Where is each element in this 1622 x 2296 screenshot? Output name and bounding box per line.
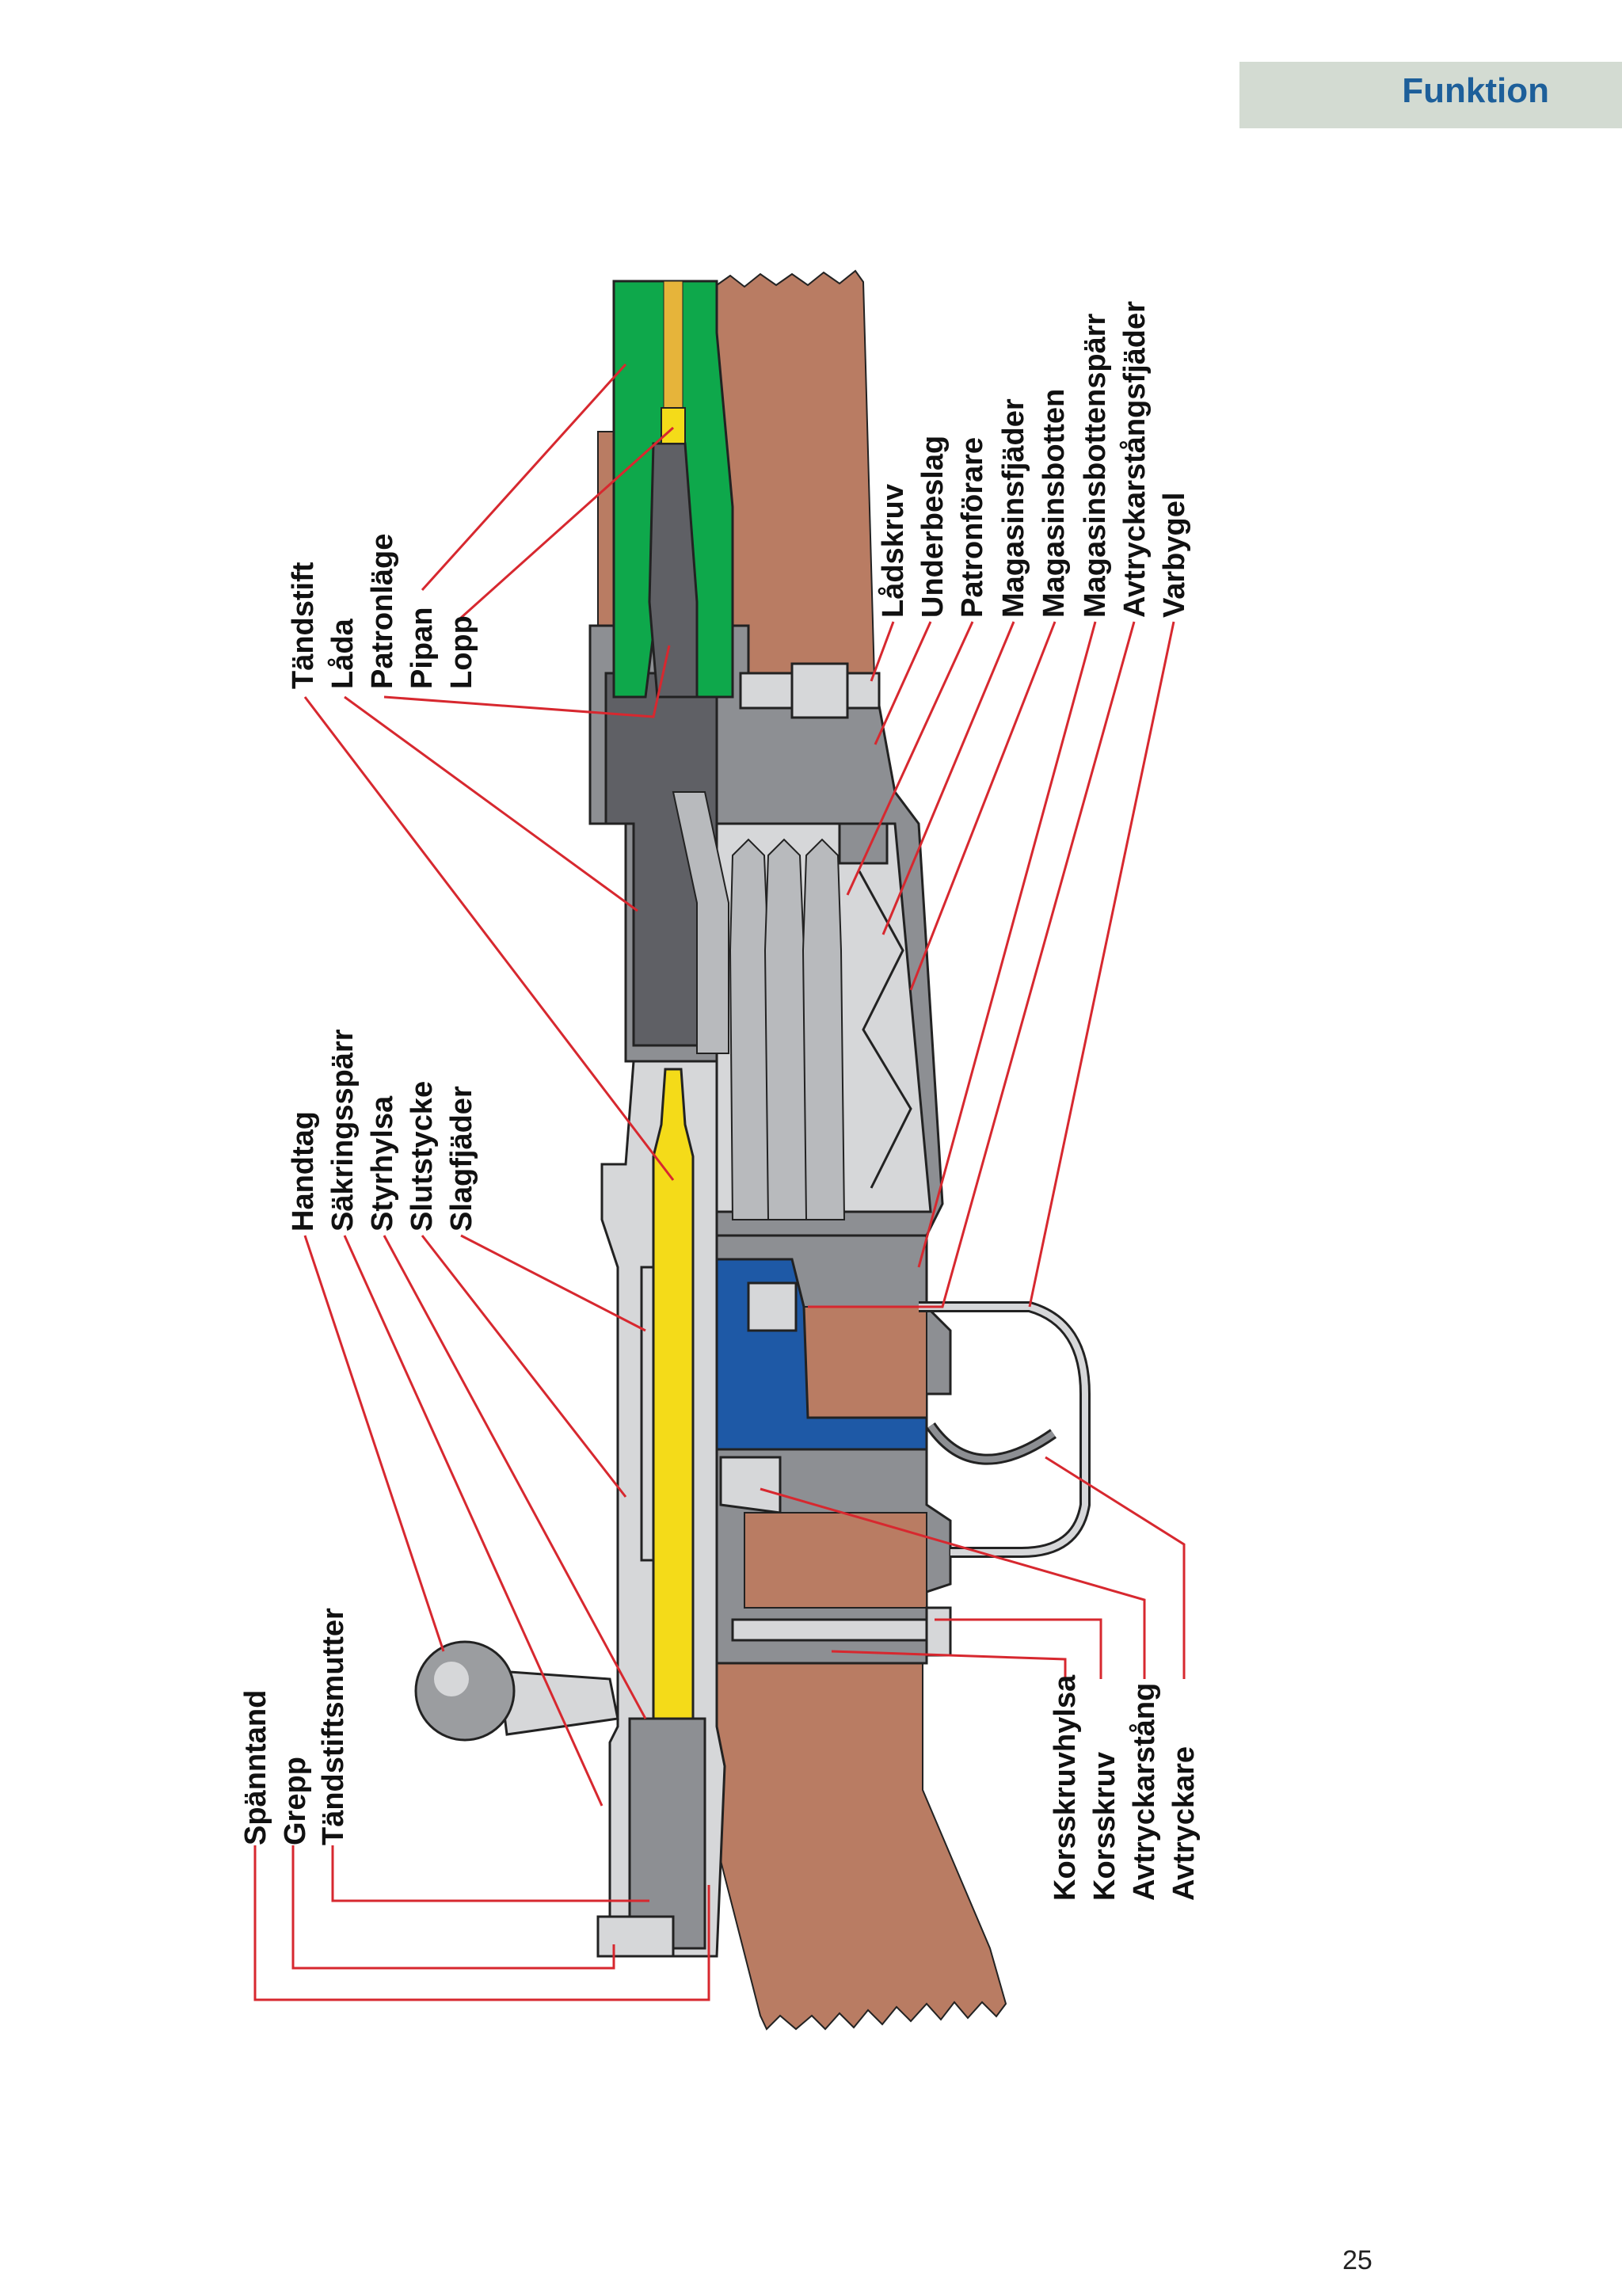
leader-avtryckare — [1045, 1456, 1186, 1679]
label-avtryckare: Avtryckare — [1167, 1746, 1201, 1901]
trigger-bar — [719, 1456, 782, 1514]
bore-throat — [661, 407, 686, 444]
leader-lada — [344, 695, 638, 912]
label-tandstift: Tändstift — [287, 562, 320, 689]
receiver-core — [604, 672, 718, 1047]
cross-bolt — [731, 1618, 948, 1642]
leader-grepp — [291, 1845, 615, 1970]
leader-korsskruv — [935, 1618, 1102, 1679]
leader-styrhylsa — [383, 1235, 647, 1719]
labels-bottom-left: Spänntand Grepp Tändstiftsmutter — [239, 1608, 350, 1845]
label-magasinsfjader: Magasinsfjäder — [997, 398, 1030, 618]
labels-top-left: Tändstift Låda Patronläge Pipan Lopp — [287, 534, 478, 689]
leader-spanntand — [253, 1845, 710, 2001]
bolt-group — [414, 1060, 726, 1958]
leader-varbygel — [1028, 621, 1175, 1308]
leader-magasinsfjader — [881, 621, 1015, 935]
stock-inlay-low — [744, 1512, 927, 1609]
firing-pin — [652, 1068, 695, 1752]
leader-patronlage — [383, 645, 671, 718]
leader-handtag — [303, 1235, 445, 1652]
leader-lines — [253, 363, 1186, 2001]
label-korsskruv: Korsskruv — [1088, 1752, 1121, 1901]
label-grepp: Grepp — [279, 1757, 312, 1845]
cross-bolt-nut — [925, 1606, 952, 1657]
label-styrhylsa: Styrhylsa — [366, 1095, 399, 1232]
label-pipan: Pipan — [406, 607, 439, 689]
label-avtryckarstangsfjader: Avtryckarstångsfjäder — [1118, 301, 1152, 618]
cartridge-3 — [801, 838, 846, 1220]
label-tandstiftsmutter: Tändstiftsmutter — [317, 1608, 350, 1845]
leader-lopp — [459, 426, 675, 619]
label-ladskruv: Lådskruv — [877, 484, 910, 618]
leader-slutstycke — [421, 1235, 627, 1498]
trigger-fill — [927, 1423, 1056, 1463]
leader-patronforare — [846, 621, 974, 896]
firing-pin-nut — [596, 1915, 675, 1958]
labels-mid-left: Handtag Säkringsspärr Styrhylsa Slutstyc… — [287, 1029, 478, 1232]
label-magasinsbottensparr: Magasinsbottenspärr — [1079, 313, 1112, 618]
bolt-knob — [414, 1640, 516, 1742]
trigger-group — [715, 1234, 1091, 1665]
leader-korsskruvhylsa — [831, 1650, 1067, 1679]
labels-top-right: Lådskruv Underbeslag Patronförare Magasi… — [877, 301, 1191, 618]
label-slagfjader: Slagfjäder — [445, 1086, 478, 1232]
cocking-piece — [628, 1717, 706, 1950]
label-slutstycke: Slutstycke — [406, 1081, 439, 1232]
leader-slagfjader — [460, 1234, 646, 1332]
cartridge-top — [672, 791, 729, 1054]
stock-inlay-mid — [791, 1306, 927, 1426]
label-lopp: Lopp — [445, 615, 478, 689]
leader-ladskruv — [870, 621, 895, 682]
cartridge-2 — [763, 838, 809, 1220]
label-patronforare: Patronförare — [956, 437, 989, 618]
leader-tandstift — [303, 696, 675, 1181]
bolt-handle-shaft — [497, 1670, 619, 1736]
receiver-screw-head — [790, 662, 849, 719]
label-patronlage: Patronläge — [366, 534, 399, 689]
follower — [838, 822, 889, 865]
leader-magasinsbotten — [909, 621, 1057, 991]
leader-tandstiftsmutter — [331, 1845, 649, 1902]
label-magasinsbotten: Magasinsbotten — [1038, 389, 1071, 618]
label-sakringssparr: Säkringsspärr — [326, 1029, 360, 1232]
sear-spring — [747, 1281, 798, 1332]
leader-avtryckarstang — [760, 1487, 1146, 1679]
leader-magasinsbottenspärr — [917, 621, 1097, 1268]
leader-sakringssparr — [343, 1235, 603, 1807]
section-header-title: Funktion — [1402, 71, 1549, 110]
leader-avtryckarstangsfjader — [808, 621, 1136, 1308]
page-number: 25 — [1342, 2245, 1373, 2275]
label-spanntand: Spänntand — [239, 1690, 272, 1845]
label-lada: Låda — [326, 618, 360, 689]
trigger-guard-fill — [919, 1304, 1088, 1555]
label-korsskruvhylsa: Korsskruvhylsa — [1049, 1674, 1082, 1901]
leader-pipan — [421, 363, 627, 592]
label-avtryckarstang: Avtryckarstång — [1128, 1683, 1161, 1901]
magazine-group — [672, 791, 932, 1220]
labels-bottom-right: Korsskruvhylsa Korsskruv Avtryckarstång … — [1049, 1674, 1201, 1901]
bolt-knob-highlight — [434, 1662, 469, 1696]
section-header-tab: Funktion — [1239, 62, 1622, 128]
label-underbeslag: Underbeslag — [916, 436, 950, 618]
leader-underbeslag — [874, 621, 932, 745]
label-handtag: Handtag — [287, 1111, 320, 1232]
bore-rifling — [663, 280, 683, 409]
label-varbygel: Varbygel — [1158, 493, 1191, 618]
